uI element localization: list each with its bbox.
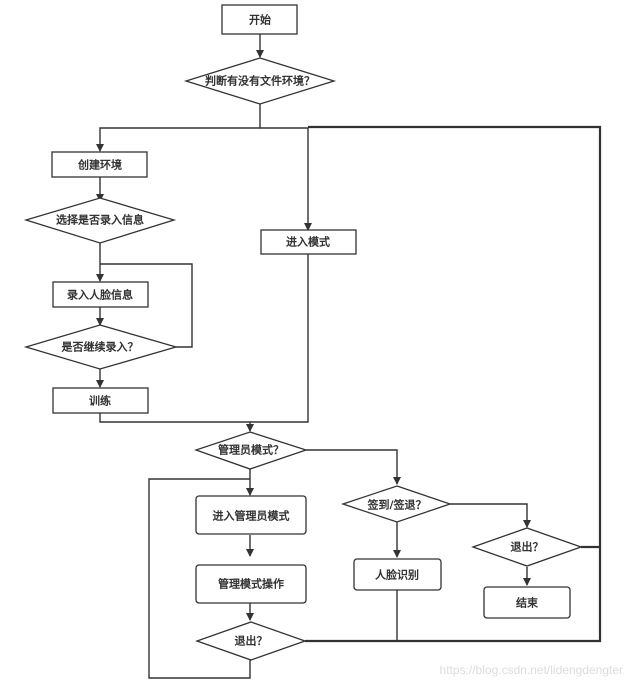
edge-entermode-admin: [250, 254, 309, 423]
node-end[interactable]: 结束: [483, 586, 571, 619]
edge-admin-checkin: [306, 449, 401, 485]
edge-bottom-return: [305, 125, 602, 643]
node-admin-ops-label: 管理模式操作: [218, 577, 284, 591]
node-train-label: 训练: [89, 394, 111, 408]
edge-check-create: [96, 104, 261, 152]
node-enroll-face[interactable]: 录入人脸信息: [52, 281, 149, 308]
node-face-recog[interactable]: 人脸识别: [353, 558, 442, 591]
node-face-recog-label: 人脸识别: [375, 568, 419, 582]
node-train[interactable]: 训练: [52, 387, 149, 414]
node-enter-admin-label: 进入管理员模式: [213, 509, 290, 523]
node-enter-admin[interactable]: 进入管理员模式: [195, 495, 307, 535]
edge-check-entermode: [260, 127, 312, 231]
node-enter-mode[interactable]: 进入模式: [260, 229, 357, 255]
node-admin-exit-q[interactable]: 退出？: [195, 621, 307, 661]
node-choose-enroll[interactable]: 选择是否录入信息: [23, 197, 177, 244]
node-check-env[interactable]: 判断有没有文件环境？: [183, 57, 337, 105]
edges: [96, 34, 602, 679]
node-checkin-q-label: 签到/签退？: [366, 498, 426, 512]
node-exit-q[interactable]: 退出？: [471, 527, 583, 567]
node-start-label: 开始: [249, 13, 271, 27]
edge-exit-loop: [148, 478, 251, 679]
node-create-env[interactable]: 创建环境: [51, 151, 148, 178]
edge-checkin-exitq: [450, 503, 531, 528]
node-choose-enroll-label: 选择是否录入信息: [56, 213, 144, 227]
node-admin-ops[interactable]: 管理模式操作: [195, 564, 307, 604]
node-admin-mode-q[interactable]: 管理员模式？: [193, 431, 309, 470]
node-enroll-face-label: 录入人脸信息: [67, 288, 133, 302]
node-enter-mode-label: 进入模式: [286, 235, 330, 249]
node-create-env-label: 创建环境: [77, 158, 122, 172]
edge-loop-back: [100, 263, 193, 348]
watermark: https://blog.csdn.net/lidengdengter: [439, 663, 623, 677]
node-start[interactable]: 开始: [221, 4, 298, 35]
node-exit-q-label: 退出？: [511, 540, 544, 554]
node-checkin-q[interactable]: 签到/签退？: [340, 485, 453, 523]
node-admin-exit-q-label: 退出？: [235, 634, 268, 648]
node-admin-mode-q-label: 管理员模式？: [218, 443, 284, 457]
node-check-env-label: 判断有没有文件环境？: [205, 74, 315, 88]
edge-train-admin: [99, 413, 254, 432]
node-end-label: 结束: [515, 596, 539, 610]
node-continue-enroll[interactable]: 是否继续录入？: [23, 324, 179, 370]
node-continue-enroll-label: 是否继续录入？: [61, 340, 139, 354]
